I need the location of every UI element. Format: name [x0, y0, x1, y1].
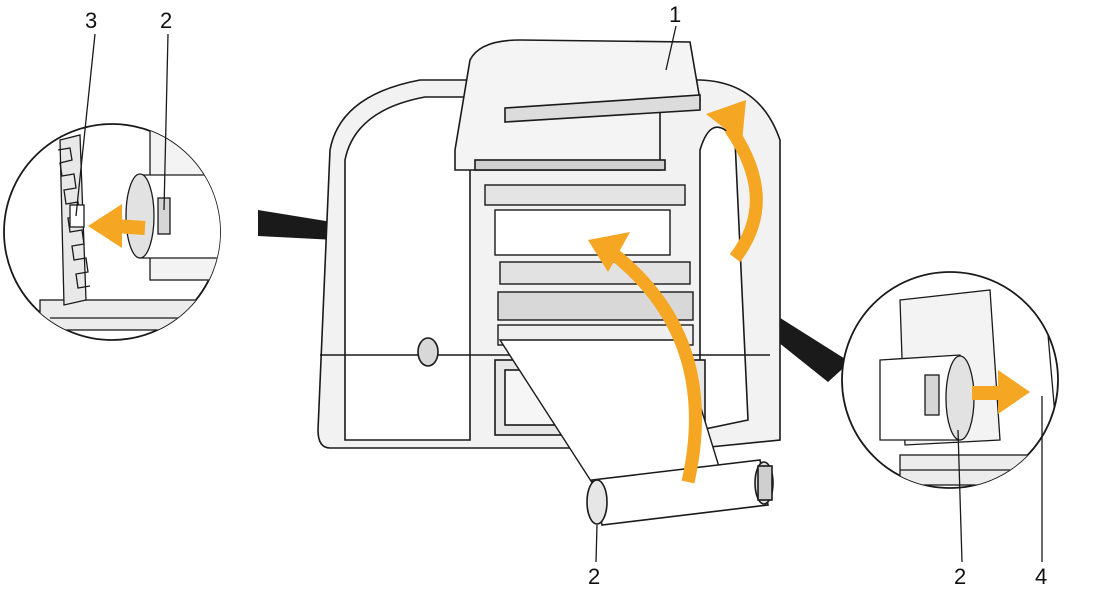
ribbon-path-arrow	[610, 249, 702, 484]
left-detail-view	[3, 123, 221, 341]
callout-3-left: 3	[85, 8, 98, 33]
leader-2-left	[163, 33, 169, 211]
ribbon-roll-bottom	[586, 459, 774, 526]
motion-arrows	[588, 100, 763, 484]
leader-lines	[75, 25, 1043, 563]
callout-1-top: 1	[669, 2, 682, 27]
right-detail-view	[841, 271, 1059, 489]
left-detail-arrowhead	[88, 204, 122, 248]
printer-mechanism	[484, 184, 694, 346]
callout-2-right: 2	[954, 564, 967, 589]
leader-2-right	[957, 429, 963, 563]
lid-open-arrowhead	[706, 100, 746, 142]
callout-2-left: 2	[160, 8, 173, 33]
right-detail-arrowhead	[998, 370, 1030, 414]
printer-lid	[454, 39, 701, 171]
leader-2-bottom	[595, 524, 598, 563]
ribbon-path-arrowhead	[588, 232, 630, 272]
lid-open-arrow	[724, 124, 763, 262]
leader-1	[665, 25, 677, 71]
callout-4-right: 4	[1035, 564, 1048, 589]
leader-3	[75, 33, 96, 217]
callout-2-bottom: 2	[588, 564, 601, 589]
